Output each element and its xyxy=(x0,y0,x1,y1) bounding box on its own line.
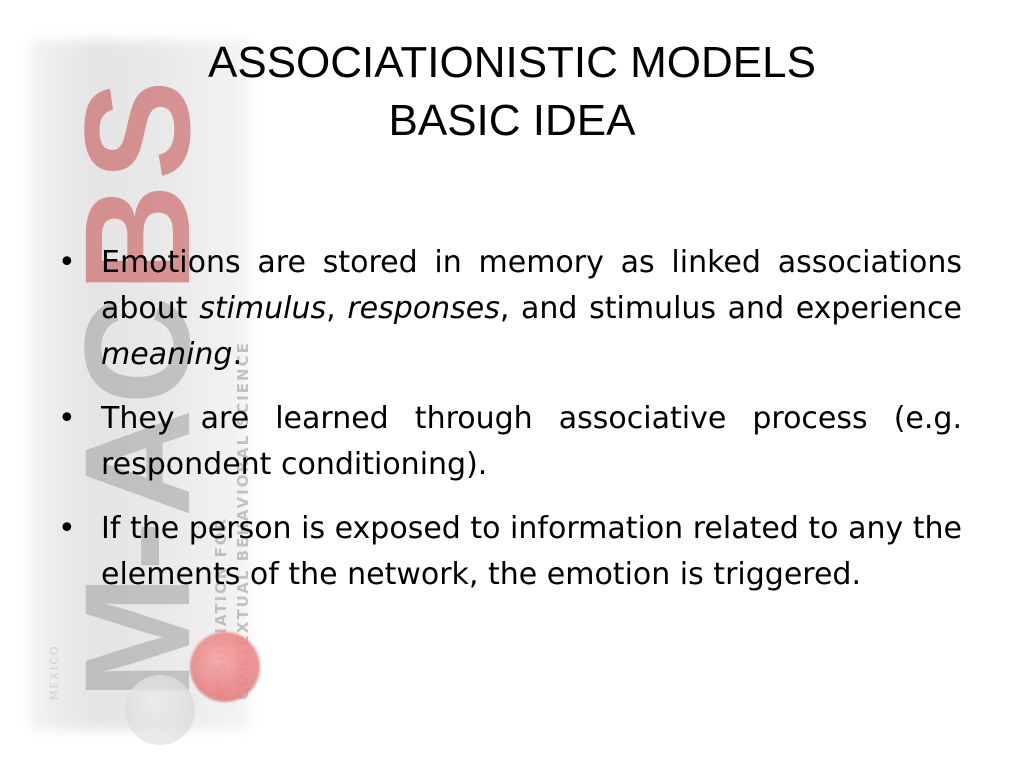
slide-title-line2: BASIC IDEA xyxy=(388,96,636,145)
logo-background xyxy=(30,40,250,730)
logo-country: MEXICO xyxy=(48,644,61,700)
bullet-text: If the person is exposed to information … xyxy=(101,511,962,592)
bullet-icon xyxy=(58,396,88,442)
bullet-text: , and stimulus and experience xyxy=(499,291,963,326)
logo-red-circle xyxy=(190,632,260,702)
bullet-text: They are learned through associative pro… xyxy=(101,401,962,482)
organization-logo: MEXICO M-ACBS ASSOCIATION FOR CONTEXTUAL… xyxy=(40,60,260,745)
bullet-text: , xyxy=(326,291,348,326)
bullet-icon xyxy=(58,506,88,552)
bullet-text: Emotions are stored in memory as linked … xyxy=(101,245,962,326)
bullet-emphasis: stimulus xyxy=(199,291,327,326)
bullet-list: Emotions are stored in memory as linked … xyxy=(58,240,962,616)
bullet-item: They are learned through associative pro… xyxy=(58,396,962,488)
slide-title-line1: ASSOCIATIONISTIC MODELS xyxy=(208,38,816,87)
bullet-text: . xyxy=(232,337,243,372)
bullet-item: Emotions are stored in memory as linked … xyxy=(58,240,962,378)
logo-grey-circle xyxy=(125,675,195,745)
bullet-emphasis: meaning xyxy=(101,337,233,372)
bullet-icon xyxy=(58,240,88,286)
bullet-emphasis: responses xyxy=(347,291,500,326)
slide-title: ASSOCIATIONISTIC MODELS BASIC IDEA xyxy=(120,34,904,150)
bullet-item: If the person is exposed to information … xyxy=(58,506,962,598)
